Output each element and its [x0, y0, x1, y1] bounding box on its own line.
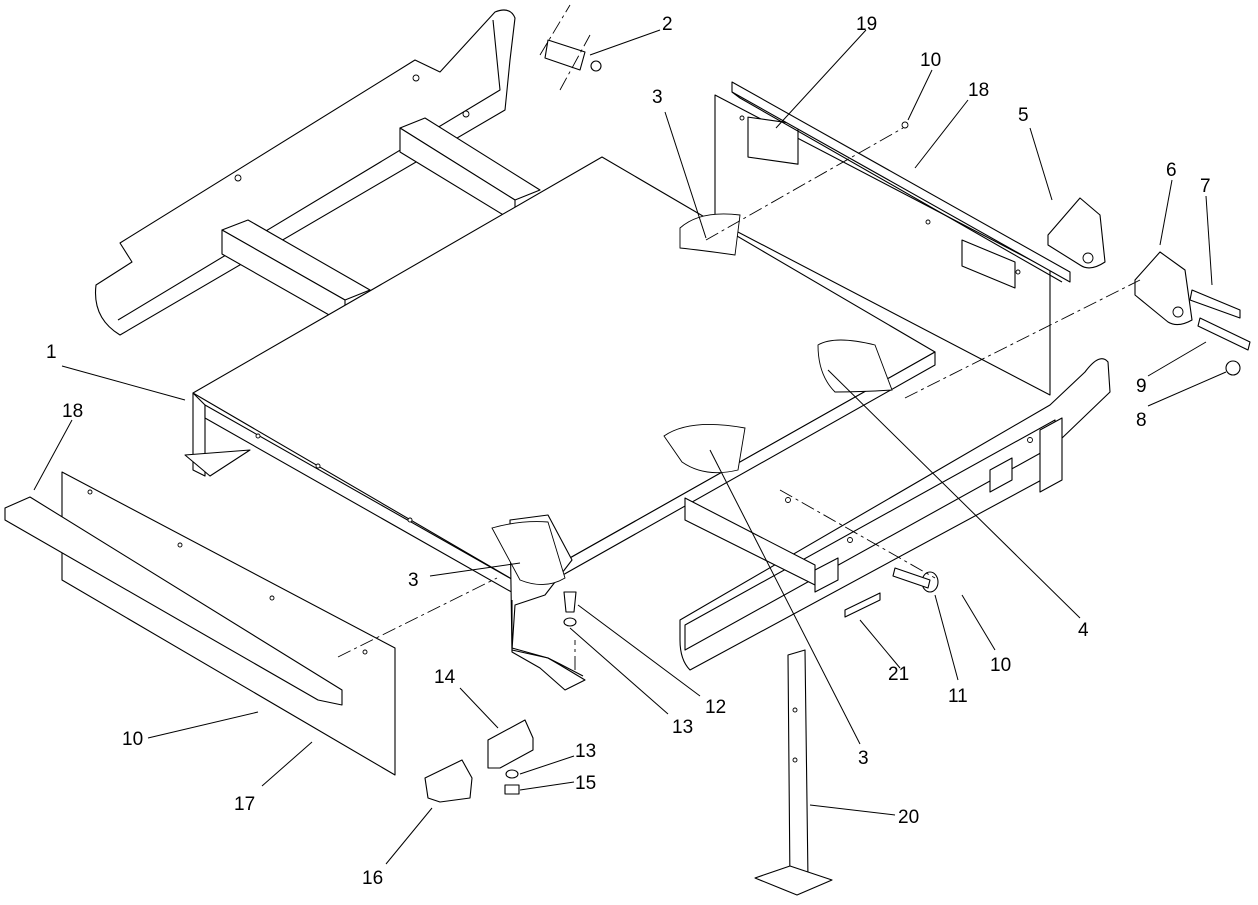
callout-18-left: 18 [62, 401, 83, 422]
angle-strip-lower [4, 496, 343, 706]
callout-14: 14 [434, 667, 456, 688]
callout-3-rear: 3 [652, 87, 663, 108]
callout-10-top: 10 [920, 50, 941, 71]
main-deck [184, 156, 936, 691]
center-lines [337, 127, 1141, 670]
lower-right-frame [679, 358, 1111, 671]
callout-3-front: 3 [858, 748, 869, 769]
retainer-pin [892, 567, 931, 589]
hinge-bracket-lower [1134, 251, 1193, 326]
callout-11: 11 [948, 686, 968, 707]
callout-10-left: 10 [122, 729, 143, 750]
upper-left-frame [94, 9, 541, 336]
cutaway-left [491, 521, 566, 585]
callout-10-right: 10 [990, 655, 1011, 676]
bolt [563, 591, 577, 613]
callout-1: 1 [46, 342, 57, 363]
pin [1197, 317, 1251, 351]
callout-19: 19 [856, 14, 877, 35]
support-bracket [487, 719, 534, 769]
lynch-pin [1225, 360, 1241, 376]
callout-15: 15 [575, 773, 596, 794]
cutaway-rear [679, 213, 741, 256]
callout-17: 17 [234, 794, 255, 815]
callout-3-left: 3 [408, 570, 419, 591]
callout-9: 9 [1136, 376, 1147, 397]
callout-5: 5 [1018, 105, 1029, 126]
angle-strip-upper [731, 81, 1071, 283]
callout-18-top: 18 [968, 80, 989, 101]
callout-13-upper: 13 [672, 717, 693, 738]
upper-pin [539, 4, 602, 91]
callout-16: 16 [362, 868, 383, 889]
leader-lines [33, 29, 1227, 865]
callout-4: 4 [1078, 620, 1089, 641]
callout-20: 20 [898, 807, 919, 828]
leg-stand [754, 649, 833, 896]
callout-7: 7 [1200, 176, 1211, 197]
callout-labels: 1 2 3 3 3 4 5 6 7 8 9 10 10 10 11 12 13 … [46, 14, 1211, 889]
washer-upper [563, 617, 577, 627]
clevis-bracket [424, 759, 473, 803]
callout-2: 2 [662, 14, 673, 35]
washer-lower [505, 769, 519, 779]
lock-pin [844, 592, 881, 618]
rear-panel [714, 94, 1051, 396]
cutaway-front [663, 424, 746, 474]
hinge-bracket-upper [1047, 197, 1106, 269]
callout-21: 21 [888, 664, 909, 685]
nut [504, 784, 520, 795]
callout-8: 8 [1136, 410, 1147, 431]
callout-6: 6 [1166, 160, 1177, 181]
hinge-pin [1189, 289, 1241, 319]
callout-12: 12 [705, 697, 726, 718]
callout-13-lower: 13 [575, 741, 596, 762]
